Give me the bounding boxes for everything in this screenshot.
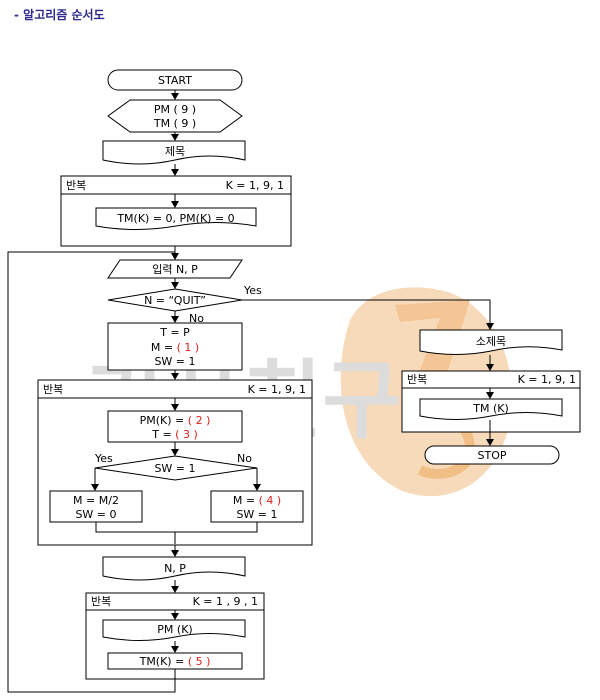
right-m: M = ( 4 )	[233, 494, 281, 507]
init-doc	[95, 207, 257, 230]
loop4-label: 반복	[407, 373, 427, 386]
stop-label: STOP	[478, 449, 507, 462]
start-label: START	[158, 74, 192, 87]
print-np-doc	[102, 556, 246, 581]
print-pm-doc	[102, 619, 246, 641]
blank-3: ( 3 )	[175, 428, 198, 441]
back-loop-line	[7, 251, 176, 693]
input-label: 입력 N, P	[152, 263, 198, 276]
no1-label: No	[189, 312, 204, 325]
blank-4: ( 4 )	[259, 494, 282, 507]
page-title: - 알고리즘 순서도	[14, 8, 105, 22]
yes2-label: Yes	[94, 452, 113, 465]
loop2-label: 반복	[43, 383, 63, 396]
tm-assign: TM(K) = ( 5 )	[139, 655, 211, 668]
pm-t-box	[107, 410, 243, 443]
print-tm-label: TM (K)	[472, 402, 509, 415]
print-title-doc	[102, 140, 246, 165]
prep-tm-label: TM ( 9 )	[153, 117, 196, 130]
prep-pm-label: PM ( 9 )	[154, 103, 196, 116]
subtitle-doc	[419, 329, 563, 355]
right-sw: SW = 1	[236, 508, 277, 521]
loop4-range: K = 1, 9, 1	[518, 373, 576, 386]
yes1-label: Yes	[243, 284, 262, 297]
blank-2: ( 2 )	[188, 414, 211, 427]
loop1-label: 반복	[66, 179, 86, 192]
print-title-label: 제목	[165, 145, 185, 158]
blank-1: ( 1 )	[177, 341, 200, 354]
print-np-label: N, P	[164, 562, 186, 575]
no2-label: No	[237, 452, 252, 465]
print-pm-label: PM (K)	[157, 623, 192, 636]
print-tm-doc	[419, 398, 563, 420]
subtitle-label: 소제목	[476, 335, 506, 348]
t-assign: T = ( 3 )	[151, 428, 198, 441]
decision-sw	[94, 455, 258, 481]
assign-box	[107, 322, 243, 371]
loop2-range: K = 1, 9, 1	[248, 383, 306, 396]
preparation-box	[107, 99, 243, 133]
loop1-range: K = 1, 9, 1	[226, 179, 284, 192]
pm-assign: PM(K) = ( 2 )	[140, 414, 211, 427]
assign-t: T = P	[159, 326, 190, 339]
assign-m: M = ( 1 )	[151, 341, 199, 354]
left-sw: SW = 0	[75, 508, 116, 521]
loop3-label: 반복	[91, 595, 111, 608]
blank-5: ( 5 )	[188, 655, 211, 668]
decision-sw-label: SW = 1	[154, 462, 195, 475]
left-box	[49, 490, 143, 523]
right-box	[210, 490, 304, 523]
input-box	[107, 259, 243, 279]
decision-quit-label: N = “QUIT”	[144, 294, 206, 307]
stop-terminal	[424, 445, 560, 465]
assign-sw: SW = 1	[154, 355, 195, 368]
init-label: TM(K) = 0, PM(K) = 0	[116, 212, 234, 225]
loop3-range: K = 1 , 9 , 1	[193, 595, 258, 608]
left-m: M = M/2	[73, 494, 119, 507]
